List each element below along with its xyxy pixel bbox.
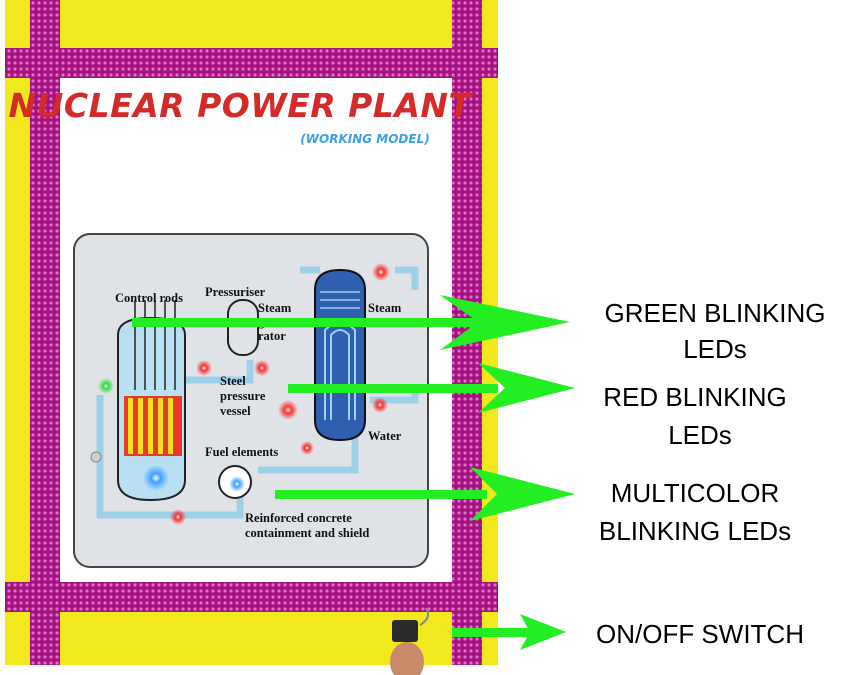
annotation-red: RED BLINKING <box>603 382 787 412</box>
led-green <box>98 378 114 394</box>
label-containment-2: containment and shield <box>245 526 369 540</box>
steam-generator <box>314 268 366 442</box>
label-steel-vessel-3: vessel <box>220 404 251 418</box>
led-red <box>372 263 390 281</box>
label-steel-vessel-2: pressure <box>220 389 266 403</box>
label-control-rods: Control rods <box>115 291 183 305</box>
poster-subtitle: (WORKING MODEL) <box>300 132 429 146</box>
annotation-green: GREEN BLINKING <box>604 298 825 328</box>
label-steel-vessel-1: Steel <box>220 374 246 388</box>
label-containment-1: Reinforced concrete <box>245 511 352 525</box>
foil-border-left <box>30 0 60 665</box>
finger <box>390 642 424 675</box>
annotation-green-leds: LEDs <box>683 334 747 364</box>
led-red <box>300 441 314 455</box>
led-off <box>90 451 102 463</box>
pressuriser-tank <box>227 299 259 356</box>
foil-border-top <box>5 48 498 78</box>
label-fuel-elements: Fuel elements <box>205 445 278 459</box>
led-red <box>170 509 186 525</box>
annotation-multicolor-leds: BLINKING LEDs <box>599 516 791 546</box>
led-red <box>254 360 270 376</box>
led-red <box>196 360 212 376</box>
annotation-multicolor: MULTICOLOR <box>611 478 780 508</box>
label-pressuriser: Pressuriser <box>205 285 266 299</box>
foil-border-bottom <box>5 582 498 612</box>
led-multicolor <box>143 465 169 491</box>
annotation-red-leds: LEDs <box>668 420 732 450</box>
led-red <box>278 400 298 420</box>
poster-title: NUCLEAR POWER PLANT <box>8 86 473 125</box>
label-steam-out: Steam <box>368 301 402 315</box>
label-steam-generator-1: Steam <box>258 301 292 315</box>
led-multicolor <box>229 476 245 492</box>
on-off-switch[interactable] <box>392 620 418 642</box>
label-steam-generator-3: rator <box>258 329 286 343</box>
led-red <box>372 397 388 413</box>
annotation-switch: ON/OFF SWITCH <box>596 619 804 649</box>
label-water: Water <box>368 429 402 443</box>
switch-wire <box>419 607 429 626</box>
annotation-arrows <box>132 295 575 650</box>
leds <box>90 263 390 525</box>
